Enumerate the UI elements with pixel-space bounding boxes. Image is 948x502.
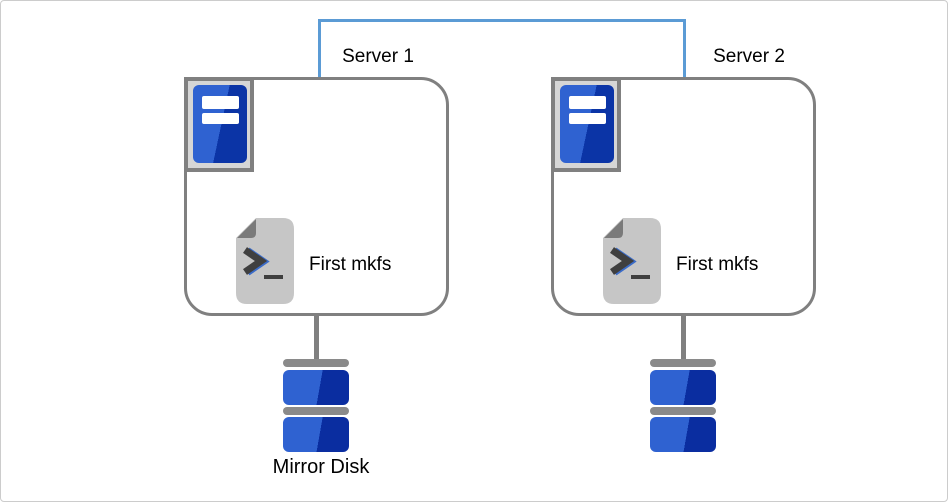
disk-body bbox=[650, 370, 716, 405]
server-disk-link bbox=[314, 316, 319, 359]
server-1-box: First mkfs bbox=[184, 77, 449, 316]
server-tower-icon bbox=[551, 77, 621, 172]
script-label: First mkfs bbox=[676, 254, 759, 275]
disk-platter-bar bbox=[283, 359, 349, 367]
server-tower-icon bbox=[184, 77, 254, 172]
disk-platter-bar bbox=[650, 407, 716, 415]
disk-stack-icon bbox=[283, 358, 349, 453]
server-tower-slot bbox=[202, 113, 239, 124]
server-tower-slot bbox=[569, 113, 606, 124]
shell-script-icon bbox=[236, 218, 294, 304]
server-disk-link bbox=[681, 316, 686, 359]
script-label: First mkfs bbox=[309, 254, 392, 275]
server-tower-body bbox=[193, 85, 247, 163]
server-link-line-horizontal bbox=[318, 19, 686, 22]
server-2-label: Server 2 bbox=[713, 46, 785, 67]
disk-stack-icon bbox=[650, 358, 716, 453]
disk-platter-bar bbox=[283, 407, 349, 415]
disk-body bbox=[283, 370, 349, 405]
shell-script-icon bbox=[603, 218, 661, 304]
server-tower-slot bbox=[202, 96, 239, 109]
disk-platter-bar bbox=[650, 359, 716, 367]
server-2-box: First mkfs bbox=[551, 77, 816, 316]
disk-body bbox=[283, 417, 349, 452]
server-1-label: Server 1 bbox=[342, 46, 414, 67]
server-link-line-left bbox=[318, 19, 321, 78]
server-tower-body bbox=[560, 85, 614, 163]
mirror-disk-label: Mirror Disk bbox=[272, 456, 370, 478]
server-tower-slot bbox=[569, 96, 606, 109]
disk-body bbox=[650, 417, 716, 452]
server-link-line-right bbox=[683, 19, 686, 78]
